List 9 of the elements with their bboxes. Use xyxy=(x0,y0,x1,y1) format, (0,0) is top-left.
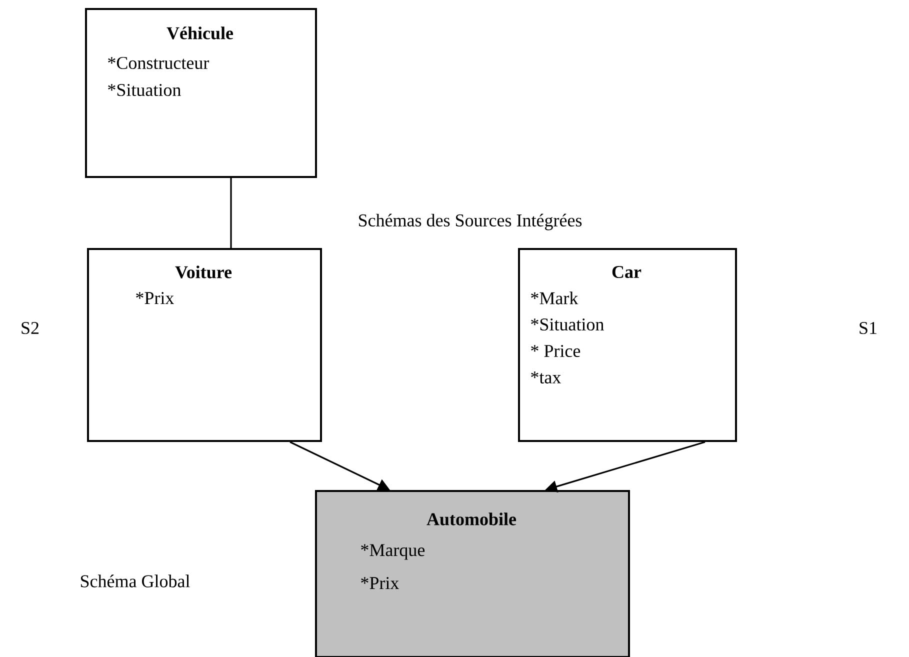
text-label: Schéma Global xyxy=(80,574,190,588)
class-box: Car *Mark *Situation * Price *tax xyxy=(518,248,737,442)
text-label: Schémas des Sources Intégrées xyxy=(359,214,582,230)
connector-line xyxy=(230,178,232,248)
text-label: S1 xyxy=(860,322,876,334)
class-box: Véhicule *Constructeur *Situation xyxy=(85,8,317,178)
text-label: S2 xyxy=(22,322,39,334)
class-box: Automobile *Marque *Prix xyxy=(315,490,630,657)
class-box: Voiture *Prix xyxy=(87,248,322,442)
